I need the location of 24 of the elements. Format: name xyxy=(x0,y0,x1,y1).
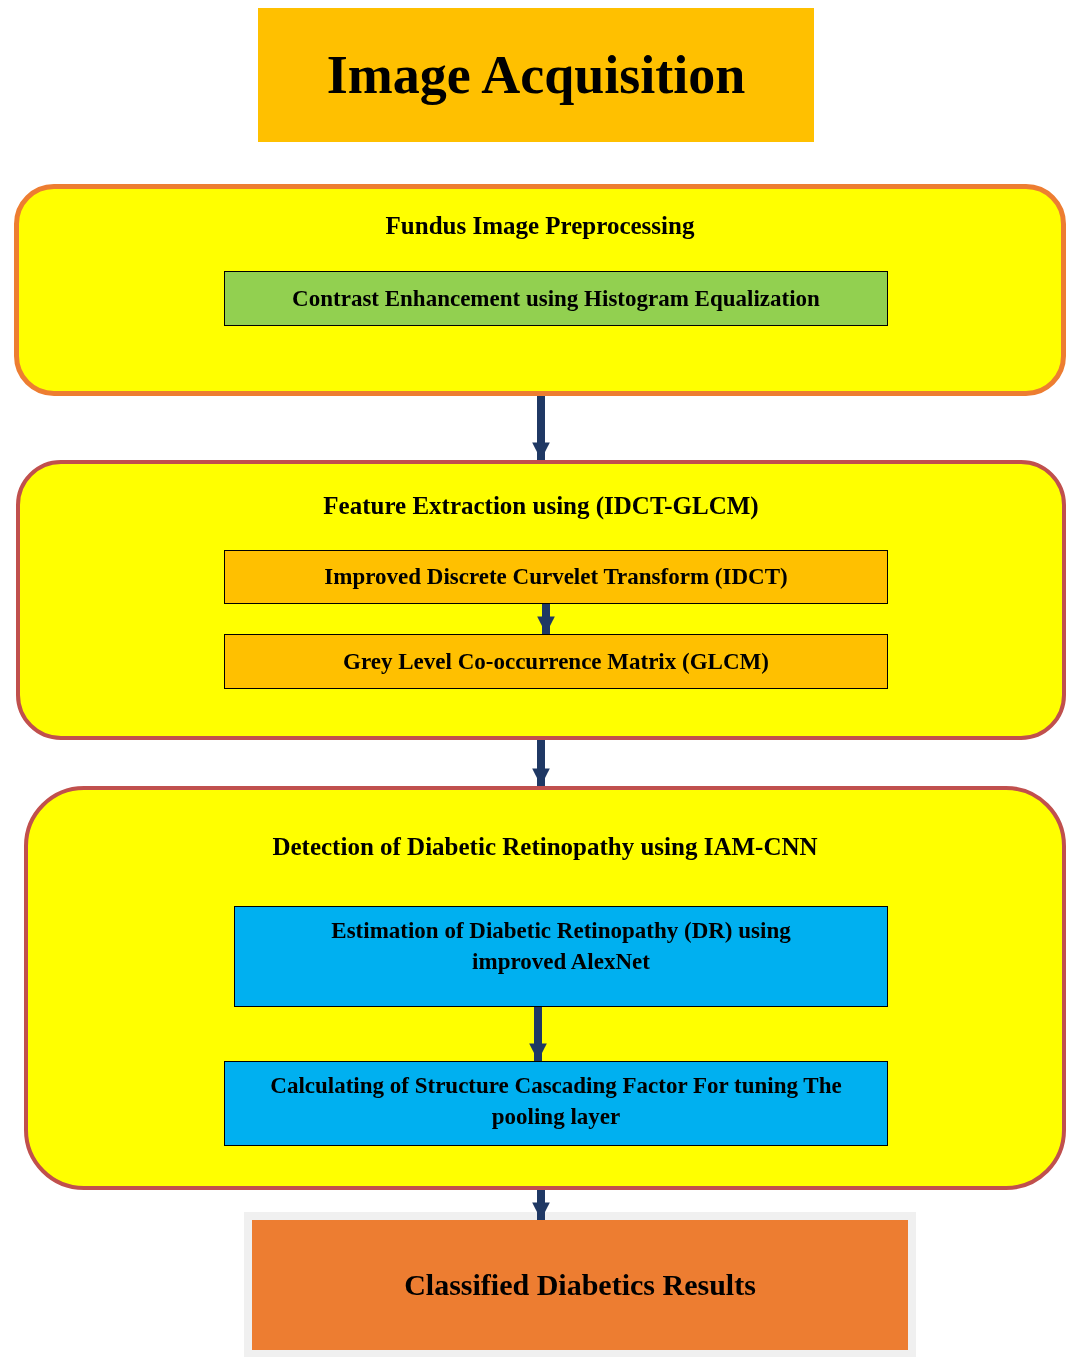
process-box xyxy=(224,634,888,689)
box-label: Estimation of Diabetic Retinopathy (DR) using improved AlexNet xyxy=(330,917,792,977)
box-label: Image Acquisition xyxy=(325,43,747,107)
box-label: Classified Diabetics Results xyxy=(403,1266,757,1303)
box-label: Calculating of Structure Cascading Factor For tuning The pooling layer xyxy=(269,1072,843,1132)
arrow xyxy=(532,740,550,786)
arrow xyxy=(537,604,555,634)
stage-heading: Detection of Diabetic Retinopathy using IAM-CNN xyxy=(271,832,819,862)
process-box xyxy=(224,271,888,326)
stage-heading: Fundus Image Preprocessing xyxy=(384,211,696,241)
arrow xyxy=(532,396,550,460)
arrow xyxy=(532,1190,550,1220)
process-box xyxy=(224,550,888,604)
stage-heading: Feature Extraction using (IDCT-GLCM) xyxy=(322,491,760,522)
box-label: Contrast Enhancement using Histogram Equalization xyxy=(291,284,821,313)
process-box xyxy=(224,1061,888,1146)
title-box xyxy=(258,8,814,142)
process-box xyxy=(234,906,888,1007)
box-label: Improved Discrete Curvelet Transform (IDCT) xyxy=(323,563,789,592)
stage-panel xyxy=(24,786,1066,1190)
stage-panel xyxy=(16,460,1066,740)
box-label: Grey Level Co-occurrence Matrix (GLCM) xyxy=(342,647,770,676)
arrow xyxy=(529,1007,547,1061)
stage-panel xyxy=(14,184,1066,396)
